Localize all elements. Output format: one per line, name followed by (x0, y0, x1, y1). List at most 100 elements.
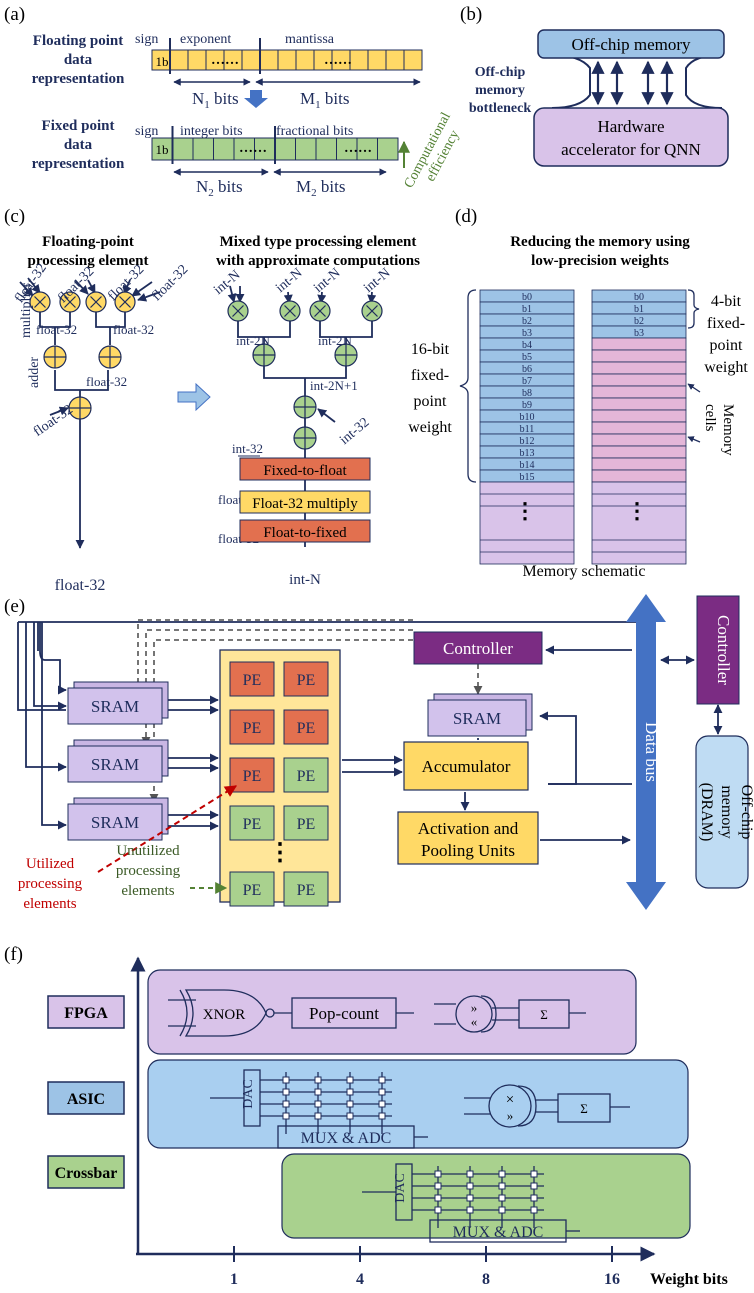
crossbar-cell (314, 1076, 322, 1084)
pe-cell (283, 661, 329, 697)
label4-line1: 4-bit (711, 293, 742, 310)
float-title-line3: representation (32, 71, 125, 87)
memory-cells-line1: Memory (720, 404, 736, 456)
sram-label: SRAM (91, 755, 139, 774)
bit-label: b14 (520, 460, 535, 471)
pe-cell (283, 805, 329, 841)
float-dots-2: …… (324, 53, 352, 68)
bit-label: b2 (522, 316, 532, 327)
float-title-line2: data (64, 52, 93, 68)
crossbar-cell (346, 1088, 354, 1096)
mixed-int32-label: int-32 (232, 441, 263, 456)
utilized-pointer (97, 785, 238, 873)
pe-label: PE (297, 672, 316, 689)
m2-bits-label: M2 bits (296, 177, 345, 199)
exponent-label: exponent (180, 32, 231, 47)
shift-right-symbol: » (471, 1000, 478, 1015)
crossbar-cell (314, 1112, 322, 1120)
mantissa-label: mantissa (285, 32, 335, 47)
crossbar-cell (314, 1088, 322, 1096)
pe-label: PE (243, 720, 262, 737)
crossbar-cell (498, 1194, 506, 1202)
mixed-side-input: int-32 (337, 415, 372, 448)
controller-label: Controller (443, 639, 513, 658)
controller-right-label: Controller (714, 615, 733, 685)
asic-label-box (47, 1081, 125, 1115)
pe-label: PE (297, 720, 316, 737)
crossbar-cell (498, 1206, 506, 1214)
memory-cell (591, 361, 687, 375)
dram-box (695, 735, 749, 889)
crossbar-cell (466, 1170, 474, 1178)
crossbar-cell (282, 1112, 290, 1120)
controller-right-box (696, 595, 740, 705)
vdots-right: ⋮ (626, 498, 648, 523)
integer-bits-label: integer bits (180, 124, 243, 139)
fp-mid-3: float-32 (86, 374, 127, 389)
activation-line1: Activation and (418, 819, 519, 838)
crossbar-cell (282, 1100, 290, 1108)
pe-label: PE (297, 816, 316, 833)
fixed-dots-2: …… (344, 141, 372, 156)
crossbar-cell (434, 1170, 442, 1178)
pe-cell (283, 709, 329, 745)
cross-stroke (64, 296, 76, 308)
unutilized-line1: Unutilized (116, 843, 180, 859)
bit-label: b4 (522, 340, 532, 351)
fp-tree-nodes (29, 291, 136, 420)
activation-pooling-box (397, 811, 539, 865)
label16-line4: weight (408, 419, 452, 436)
mixed-output: int-N (289, 572, 321, 588)
bit-cell (259, 49, 279, 71)
bit-label: b1 (634, 304, 644, 315)
d-title-line1: Reducing the memory using (510, 234, 690, 250)
fractional-bits-label: fractional bits (276, 124, 353, 139)
crossbar-cell (434, 1182, 442, 1190)
mixed-mid-2: int-2N (318, 333, 353, 348)
panel-c: (c) Floating-point processing element Mi… (4, 206, 420, 594)
crossbar-cell (530, 1182, 538, 1190)
float-bit-bar (151, 38, 423, 74)
memory-cell (591, 457, 687, 471)
shift-unit-icon (455, 995, 493, 1033)
asic-multiply-icon (488, 1084, 532, 1128)
bottleneck-line3: bottleneck (469, 101, 531, 116)
x-tick-label: 1 (230, 1271, 238, 1288)
pe-cell (283, 757, 329, 793)
accelerator-line2: accelerator for QNN (561, 140, 701, 159)
x-tick-label: 8 (482, 1271, 490, 1288)
m1-bits-label: M1 bits (300, 89, 349, 111)
bit-label: b2 (634, 316, 644, 327)
accumulator-box (403, 741, 529, 791)
sram-front (67, 803, 163, 841)
mux-adc-label: MUX & ADC (453, 1224, 544, 1241)
sram-label: SRAM (453, 709, 501, 728)
n2-bits-label: N2 bits (196, 177, 243, 199)
bit-label: b0 (634, 292, 644, 303)
sign-label: sign (135, 32, 158, 47)
memory-schematic-label: Memory schematic (522, 563, 645, 580)
bit-cell (367, 49, 387, 71)
mixed-mid-3: int-2N+1 (310, 378, 358, 393)
bit-label: b12 (520, 436, 535, 447)
bit-cell (349, 49, 369, 71)
bit-label: b7 (522, 376, 532, 387)
panel-label-a: (a) (4, 4, 25, 25)
crossbar-cell (466, 1182, 474, 1190)
mixed-mid-1: int-2N (236, 333, 271, 348)
bit-label: b6 (522, 364, 532, 375)
float-to-fixed-label: Float-to-fixed (263, 525, 347, 541)
memory-cells-line2: cells (702, 404, 718, 432)
float-multiply-label: Float-32 multiply (252, 496, 358, 512)
controller-box (413, 631, 543, 665)
accelerator-line1: Hardware (597, 117, 664, 136)
mixed-input-4: int-N (361, 266, 393, 296)
bit-label: b3 (634, 328, 644, 339)
hardware-accelerator-box (533, 107, 729, 167)
mixed-title-line1: Mixed type processing element (220, 234, 417, 250)
bit-cell (403, 49, 423, 71)
panel-label-f: (f) (4, 944, 23, 965)
